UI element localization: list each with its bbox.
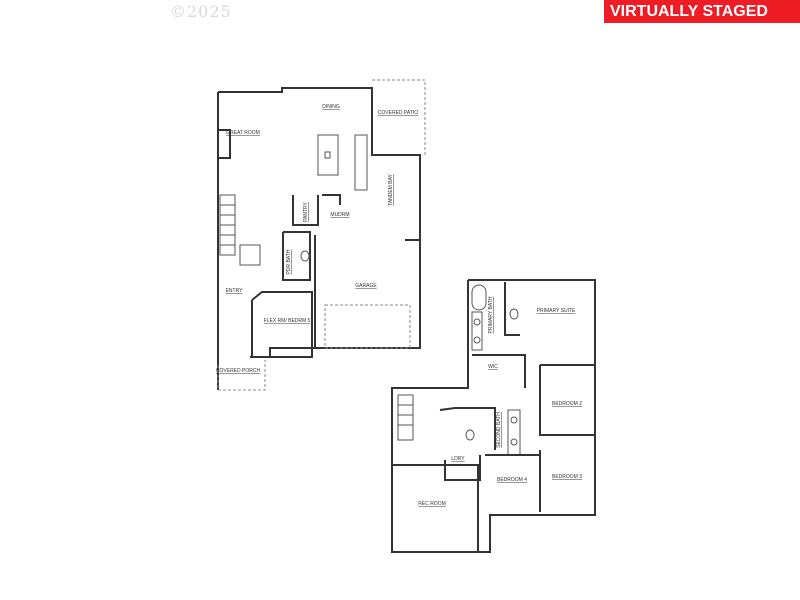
room-label-covered-porch: COVERED PORCH — [216, 368, 261, 374]
room-label-garage: GARAGE — [355, 283, 377, 289]
room-label-laundry: LDRY — [451, 456, 465, 462]
room-label-dining: DINING — [322, 104, 340, 110]
room-label-wic: WIC — [488, 364, 498, 370]
room-label-primary-suite: PRIMARY SUITE — [537, 308, 576, 314]
main-floor-plan — [217, 79, 426, 391]
room-label-bedroom-3: BEDROOM 3 — [552, 474, 582, 480]
virtually-staged-badge: VIRTUALLY STAGED — [604, 0, 800, 23]
room-label-bedroom-4: BEDROOM 4 — [497, 477, 527, 483]
copyright-watermark: ©2025 — [170, 2, 232, 21]
room-label-covered-patio: COVERED PATIO — [378, 110, 418, 116]
room-label-entry: ENTRY — [226, 288, 244, 294]
upper-floor-plan — [391, 279, 596, 553]
room-label-bedroom-2: BEDROOM 2 — [552, 401, 582, 407]
room-label-pantry: PANTRY — [303, 201, 309, 221]
room-label-flex-room: FLEX RM/ BEDRM 5 — [264, 318, 311, 324]
room-label-rec-room: REC ROOM — [418, 501, 446, 507]
room-label-primary-bath: PRIMARY BATH — [488, 296, 494, 333]
room-label-great-room: GREAT ROOM — [226, 130, 260, 136]
room-label-pdr-bath: PDR BATH — [286, 249, 292, 274]
room-label-tandem-bay: TANDEM BAY — [388, 173, 394, 205]
room-label-mudrm: MUDRM — [330, 212, 349, 218]
room-label-second-bath: SECOND BATH — [496, 412, 502, 448]
